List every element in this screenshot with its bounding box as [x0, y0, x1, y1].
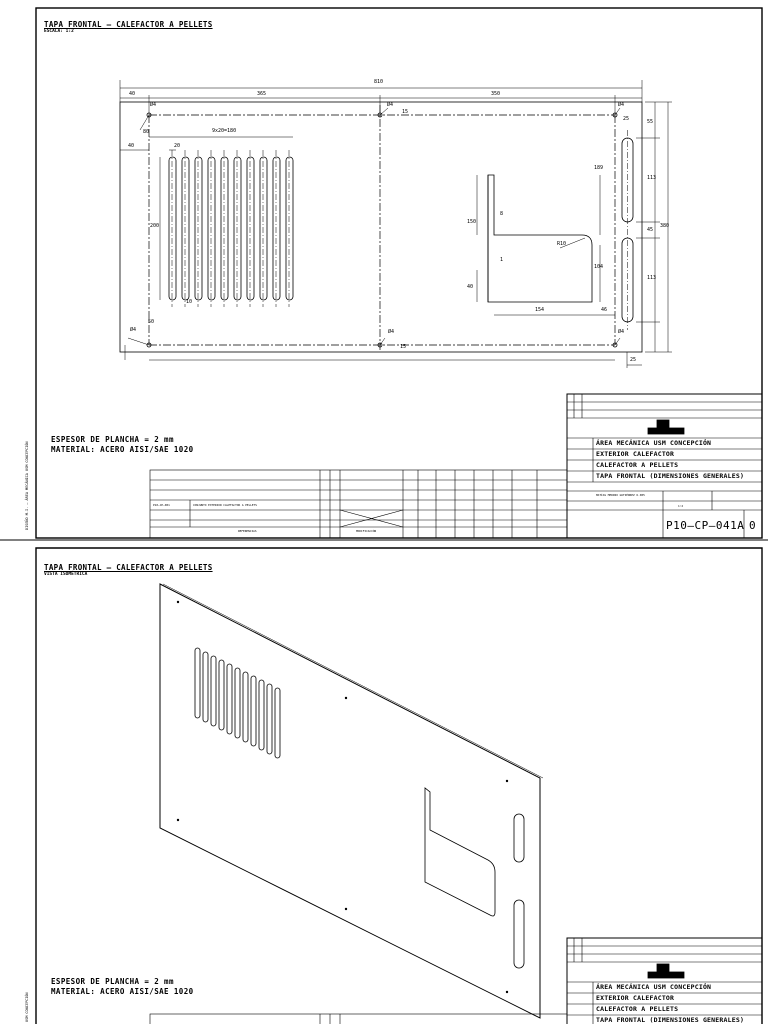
window-cutout [487, 174, 593, 303]
dim-hole-top-c: Ø4 [618, 102, 625, 108]
dim-hole-br: Ø4 [618, 329, 625, 335]
sheet-1-title: TAPA FRONTAL – CALEFACTOR A PELLETS [44, 20, 213, 29]
dim-bottom-margin: 50 [148, 319, 155, 325]
dim-right-mid: 45 [647, 227, 654, 233]
dim-left-span: 365 [257, 91, 267, 97]
tb1-ref-name: CONJUNTO EXTERIOR CALEFACTOR A PELLETS [193, 503, 257, 507]
thickness-note-2: ESPESOR DE PLANCHA = 2 mm [51, 977, 174, 986]
dim-window-inner: 104 [594, 264, 604, 270]
sheet-1-scale: ESCALA: 1:2 [44, 29, 74, 34]
sheet-2-side-text: USM CONCEPCIÓN [25, 992, 29, 1022]
isometric-slot-bottom [513, 899, 525, 969]
tb1-ref-number: P10–CP–001 [153, 503, 170, 507]
dim-window-small: 1 [500, 257, 504, 263]
dim-right-total: 380 [660, 223, 670, 229]
isometric-window [424, 787, 496, 917]
tb1-assembly: EXTERIOR CALEFACTOR [596, 450, 675, 458]
dim-right-slot-1: 113 [647, 175, 657, 181]
tb1-org: ÁREA MECÁNICA USM CONCEPCIÓN [596, 439, 712, 447]
tb1-col-mod: MODIFICACIÓN [356, 529, 377, 533]
tb1-col-ref: REFERENCIAS [238, 529, 257, 533]
dim-overall: 810 [374, 79, 384, 85]
dim-right-slot-width: 25 [623, 116, 630, 122]
tb2-assembly: EXTERIOR CALEFACTOR [596, 994, 675, 1002]
dim-right-span: 350 [491, 91, 501, 97]
dim-slot-height: 200 [150, 223, 160, 229]
tb1-project: CALEFACTOR A PELLETS [596, 461, 679, 469]
sheet-2-title: TAPA FRONTAL – CALEFACTOR A PELLETS [44, 563, 213, 572]
isometric-vent-slots [194, 647, 281, 759]
dim-window-width: 154 [535, 307, 545, 313]
dim-right-slot-2: 113 [647, 275, 657, 281]
material-note-2: MATERIAL: ACERO AISI/SAE 1020 [51, 987, 194, 996]
dim-slot-width: 20 [174, 143, 181, 149]
title-block-2-lines [149, 937, 763, 1024]
sheet-1-side-text: DISEÑO M.I. – ÁREA MECÁNICA USM CONCEPCI… [25, 441, 29, 530]
dim-slot-gap: 10 [186, 299, 193, 305]
sheet-1-linework [0, 7, 768, 541]
dim-hole-top-b: Ø4 [387, 102, 394, 108]
tb1-part: TAPA FRONTAL (DIMENSIONES GENERALES) [596, 472, 745, 480]
dim-left-margin: 40 [129, 91, 136, 97]
dim-hole-bm: Ø4 [388, 329, 395, 335]
tb1-drawn-by: MATÍAS MERINO GUTIÉRREZ 6.005 [596, 493, 645, 497]
tb2-part: TAPA FRONTAL (DIMENSIONES GENERALES) [596, 1016, 745, 1024]
dim-window-height: 150 [467, 219, 477, 225]
dim-window-lower: 40 [467, 284, 474, 290]
dim-right-bottom: 25 [630, 357, 637, 363]
dim-center-top: 15 [402, 109, 409, 115]
dim-slot-offset: 80 [143, 129, 150, 135]
dim-hole-top-a: Ø4 [150, 102, 157, 108]
tb1-part-number: P10–CP–041A [666, 519, 745, 532]
tb1-revision: 0 [749, 519, 757, 532]
dim-hole-bl: Ø4 [130, 327, 137, 333]
dim-window-right: 46 [601, 307, 608, 313]
dim-right-top: 55 [647, 119, 654, 125]
drawing-sheet-2: TAPA FRONTAL – CALEFACTOR A PELLETS VIST… [0, 544, 768, 1024]
dim-window-top: 189 [594, 165, 604, 171]
title-block-1-lines [149, 393, 763, 539]
tb2-project: CALEFACTOR A PELLETS [596, 1005, 679, 1013]
plate-outline [119, 101, 643, 353]
drawing-sheet-1: TAPA FRONTAL – CALEFACTOR A PELLETS ESCA… [0, 7, 768, 541]
isometric-slot-top [513, 813, 525, 863]
dim-slot-pitch: 9x20=180 [212, 128, 237, 134]
dim-window-radius: R10 [557, 241, 567, 247]
vent-slots [168, 156, 294, 301]
sheet-2-linework [35, 547, 763, 1024]
sheet-2-view-label: VISTA ISOMÉTRICA [44, 572, 88, 577]
dim-slot-left: 40 [128, 143, 135, 149]
dim-window-step: 8 [500, 211, 504, 217]
tb1-scale: 1:2 [678, 504, 684, 508]
isometric-plate [159, 583, 541, 1019]
thickness-note: ESPESOR DE PLANCHA = 2 mm [51, 435, 174, 444]
dim-center-bottom: 15 [400, 344, 407, 350]
material-note: MATERIAL: ACERO AISI/SAE 1020 [51, 445, 194, 454]
tb2-org: ÁREA MECÁNICA USM CONCEPCIÓN [596, 983, 712, 991]
